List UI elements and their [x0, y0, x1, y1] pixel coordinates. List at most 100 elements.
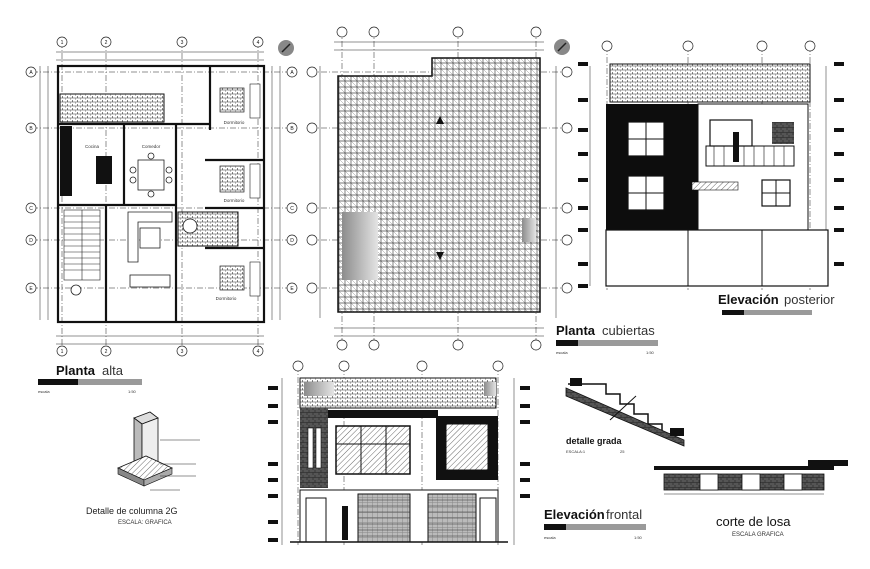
frontal-door	[305, 497, 327, 543]
north-arrow-icon	[554, 39, 570, 55]
frontal-door	[479, 497, 497, 543]
posterior-hatched-band	[691, 181, 739, 191]
posterior-ground-floor	[605, 229, 829, 287]
cubiertas-scale-value: 1:50	[646, 350, 655, 355]
axis-label: D	[29, 238, 33, 244]
planta-alta-axis-labels: 1 2 3 4 1 2 3 4 A B C D E A B C D E	[29, 40, 294, 355]
frontal-main-window	[335, 425, 411, 475]
scale-bar	[78, 379, 142, 385]
posterior-balcony	[705, 145, 795, 167]
window-mullion	[762, 180, 790, 206]
scale-bar	[544, 524, 566, 530]
axis-label: C	[29, 206, 33, 212]
axis-label: 4	[257, 349, 260, 355]
frontal-slit-window	[315, 427, 322, 469]
axis-label: A	[29, 70, 33, 76]
kitchen-counter	[60, 126, 72, 196]
human-figure-icon	[733, 132, 739, 162]
bathroom-tiles	[59, 93, 165, 123]
level-markers	[578, 62, 844, 288]
bathtub-fixture	[182, 218, 198, 234]
scale-bar	[566, 524, 646, 530]
level-markers	[268, 386, 530, 542]
dining-table	[129, 152, 173, 198]
axis-label: 2	[105, 349, 108, 355]
frontal-roof-cap	[304, 382, 334, 396]
roof-slope-arrow	[436, 116, 444, 124]
cubiertas-scale-word: escala	[556, 350, 568, 355]
window-mullion	[336, 426, 410, 474]
losa-subtitle: ESCALA GRAFICA	[732, 532, 784, 538]
living-sofa	[127, 211, 173, 288]
axis-label: E	[290, 286, 294, 292]
axis-label: E	[29, 286, 33, 292]
planta-alta-drawing: 1 2 3 4 1 2 3 4 A B C D E A B C D E	[25, 36, 298, 394]
posterior-title: Elevación	[718, 292, 779, 307]
window-mullion	[628, 122, 664, 156]
axis-label: 1	[61, 349, 64, 355]
detalle-grada-drawing: detalle grada ESCALA:1 25	[565, 378, 685, 454]
planta-alta-scale-value: 1:50	[128, 389, 137, 394]
axis-label: B	[29, 126, 33, 132]
skylight	[342, 212, 378, 280]
room-label-dormitorio-2: Dormitorio	[224, 198, 245, 203]
ground-partition	[687, 230, 763, 286]
frontal-scale-word: escala	[544, 535, 556, 540]
axis-label: 4	[257, 40, 260, 46]
room-label-dormitorio-3: Dormitorio	[216, 296, 237, 301]
cubiertas-title: Planta	[556, 323, 596, 338]
kitchen-island	[96, 156, 112, 184]
room-label-comedor: Comedor	[142, 144, 161, 149]
planta-alta-scale-word: escala	[38, 389, 50, 394]
frontal-slit-window	[307, 427, 314, 469]
corte-losa-drawing: corte de losa ESCALA GRAFICA	[654, 460, 848, 538]
axis-label: C	[290, 206, 294, 212]
axis-label: B	[290, 126, 294, 132]
frontal-title: Elevación	[544, 507, 605, 522]
planta-alta-walls	[56, 64, 266, 324]
north-arrow-icon	[278, 40, 294, 56]
room-label-dormitorio-1: Dormitorio	[224, 120, 245, 125]
room-labels: Cocina Comedor Dormitorio Dormitorio Dor…	[85, 120, 245, 301]
skylight	[522, 218, 536, 242]
frontal-roof-cap	[484, 382, 496, 396]
garage-slats	[428, 499, 476, 537]
frontal-title-light: frontal	[606, 507, 642, 522]
scale-bar	[556, 340, 578, 346]
planta-cubiertas-drawing: Planta cubiertas escala 1:50	[306, 26, 658, 355]
planta-alta-axis-bubbles	[25, 36, 298, 357]
cubiertas-axis-bubbles	[306, 26, 573, 351]
frontal-scale-value: 1:50	[634, 535, 643, 540]
elevacion-posterior-drawing: Elevación posterior	[578, 40, 844, 315]
columna-title: Detalle de columna 2G	[86, 506, 178, 516]
grada-scale-value: 25	[620, 449, 625, 454]
cubiertas-title-light: cubiertas	[602, 323, 655, 338]
window-mullion	[628, 176, 664, 210]
axis-label: A	[290, 70, 294, 76]
columna-subtitle: ESCALA: GRAFICA	[118, 520, 172, 526]
scale-bar	[722, 310, 812, 315]
scale-bar	[722, 310, 744, 315]
bedroom-beds	[219, 87, 245, 291]
room-label-cocina: Cocina	[85, 144, 100, 149]
scale-bar	[38, 379, 78, 385]
planta-alta-title-light: alta	[102, 363, 124, 378]
roof-slope-arrow	[436, 252, 444, 260]
axis-label: 3	[181, 349, 184, 355]
grada-title: detalle grada	[566, 436, 623, 446]
garage-slats	[358, 499, 410, 537]
posterior-axis-bubbles	[601, 40, 816, 52]
human-figure-icon	[342, 506, 348, 540]
posterior-title-light: posterior	[784, 292, 835, 307]
posterior-stone-panel	[772, 122, 794, 144]
bedroom-wardrobes	[249, 83, 261, 297]
toilet-fixture	[70, 284, 82, 296]
axis-label: 1	[61, 40, 64, 46]
axis-label: D	[290, 238, 294, 244]
roof-plan	[337, 57, 541, 313]
axis-label: 3	[181, 40, 184, 46]
scale-bar	[578, 340, 658, 346]
elevacion-frontal-drawing: Elevación frontal escala 1:50	[268, 360, 646, 545]
balcony-rail	[713, 146, 785, 166]
